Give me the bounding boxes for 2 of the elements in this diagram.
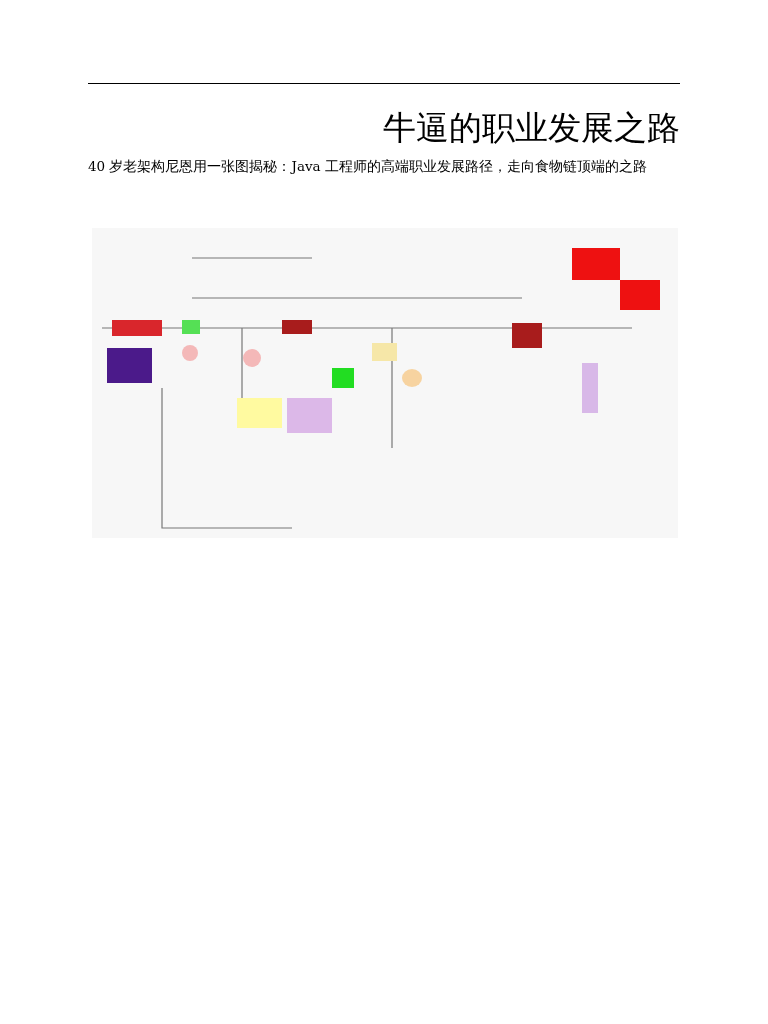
subtitle: 40 岁老架构尼恩用一张图揭秘：Java 工程师的高端职业发展路径，走向食物链顶端的之路 [88, 158, 648, 176]
title: 牛逼的职业发展之路 [383, 107, 680, 149]
